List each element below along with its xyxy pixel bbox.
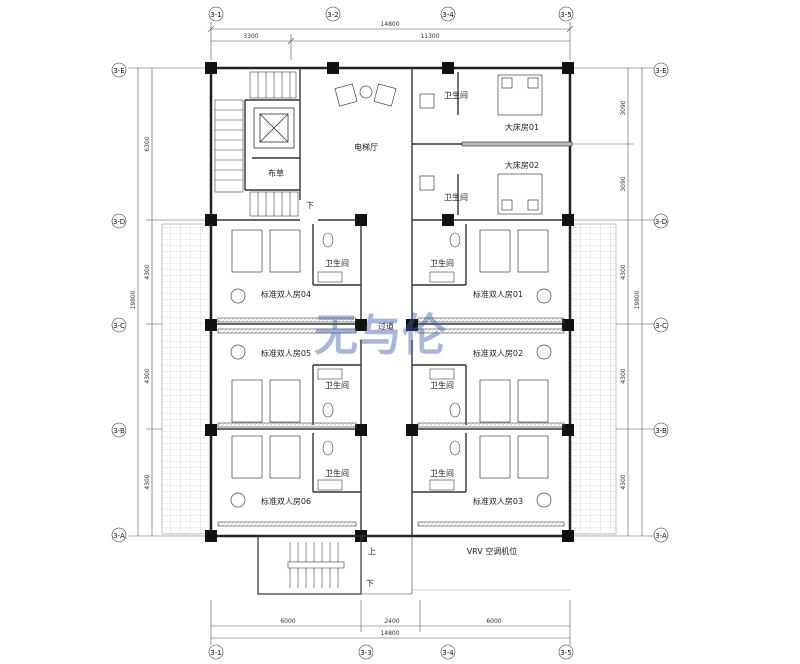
bottom-dimensions xyxy=(210,600,571,645)
lounge-chairs xyxy=(334,83,397,107)
bath02-label: 卫生间 xyxy=(430,380,454,390)
bath05-label: 卫生间 xyxy=(325,380,349,390)
dim-bottom-mid: 2400 xyxy=(384,618,399,625)
twin06-label: 标准双人房06 xyxy=(261,496,311,506)
stair-down-label-bottom: 下 xyxy=(366,579,374,588)
dim-bottom-left: 6000 xyxy=(280,618,295,625)
elevator-hall-label: 电梯厅 xyxy=(354,142,378,152)
dim-left-4: 4300 xyxy=(144,474,151,489)
bath01-label: 卫生间 xyxy=(430,258,454,268)
stair-up-label: 上 xyxy=(368,547,376,556)
grid-right-e: 3-E xyxy=(655,67,666,75)
elevator-icon xyxy=(253,107,295,149)
grid-left-c: 3-C xyxy=(113,322,125,330)
dim-top-total: 14800 xyxy=(380,21,399,28)
vrv-label: VRV 空调机位 xyxy=(467,546,518,556)
dim-left-1: 6300 xyxy=(144,136,151,151)
grid-right-d: 3-D xyxy=(655,218,667,226)
outer-walls xyxy=(209,66,572,538)
dim-left-2: 4300 xyxy=(144,264,151,279)
grid-bottom: 3-1 3-3 3-4 3-5 xyxy=(208,644,574,660)
dim-right-5: 4300 xyxy=(620,474,627,489)
grid-right-a: 3-A xyxy=(655,532,667,540)
twin03-label: 标准双人房03 xyxy=(473,496,523,506)
grid-left: 3-E 3-D 3-C 3-B 3-A xyxy=(111,62,127,543)
grid-right: 3-E 3-D 3-C 3-B 3-A xyxy=(653,62,669,543)
corridor-label: 过道 xyxy=(378,321,394,331)
interior-walls xyxy=(211,68,570,536)
dim-left-3: 4300 xyxy=(144,368,151,383)
dim-top-left: 3300 xyxy=(243,33,258,40)
twin02-label: 标准双人房02 xyxy=(473,348,523,358)
grid-left-b: 3-B xyxy=(113,427,125,435)
dim-right-total: 19800 xyxy=(634,290,641,309)
dim-right-2: 3090 xyxy=(620,176,627,191)
twin05-label: 标准双人房05 xyxy=(261,348,311,358)
dim-right-4: 4300 xyxy=(620,368,627,383)
twin-beds-right xyxy=(479,229,552,508)
stair-upper xyxy=(214,71,299,217)
grid-top-3: 3-4 xyxy=(442,11,454,19)
king01-label: 大床房01 xyxy=(505,122,539,132)
bath-fixtures xyxy=(317,232,461,491)
grid-top-1: 3-1 xyxy=(210,11,221,19)
structural-columns xyxy=(205,62,574,542)
dim-right-3: 4300 xyxy=(620,264,627,279)
grid-top: 3-1 3-2 3-4 3-5 xyxy=(208,6,574,22)
linen-room-label: 布草 xyxy=(268,168,284,178)
king01-bath-label: 卫生间 xyxy=(444,90,468,100)
closet-strips xyxy=(217,317,565,527)
balcony-left xyxy=(161,223,211,535)
dim-left-total: 19800 xyxy=(130,290,137,309)
top-dimensions xyxy=(207,22,574,60)
grid-right-b: 3-B xyxy=(655,427,667,435)
watermark: 无与伦 xyxy=(314,310,447,361)
stair-lower xyxy=(257,535,413,595)
grid-top-2: 3-2 xyxy=(327,11,338,19)
twin01-label: 标准双人房01 xyxy=(473,289,523,299)
grid-bottom-3: 3-4 xyxy=(442,649,454,657)
grid-left-d: 3-D xyxy=(113,218,125,226)
grid-right-c: 3-C xyxy=(655,322,667,330)
balcony-right xyxy=(569,223,617,535)
dim-bottom-total: 14800 xyxy=(380,630,399,637)
king-room-furniture xyxy=(419,74,573,215)
stair-down-label-top: 下 xyxy=(306,201,314,210)
dim-bottom-right: 6000 xyxy=(486,618,501,625)
twin04-label: 标准双人房04 xyxy=(261,289,311,299)
dim-top-right: 11300 xyxy=(420,33,439,40)
dim-right-1: 3090 xyxy=(620,100,627,115)
grid-left-e: 3-E xyxy=(113,67,124,75)
grid-bottom-4: 3-5 xyxy=(560,649,571,657)
grid-bottom-2: 3-3 xyxy=(360,649,371,657)
bath06-label: 卫生间 xyxy=(325,468,349,478)
grid-top-4: 3-5 xyxy=(560,11,571,19)
twin-beds-left xyxy=(230,229,301,508)
king02-bath-label: 卫生间 xyxy=(444,192,468,202)
bath04-label: 卫生间 xyxy=(325,258,349,268)
grid-bottom-1: 3-1 xyxy=(210,649,221,657)
bath03-label: 卫生间 xyxy=(430,468,454,478)
grid-left-a: 3-A xyxy=(113,532,125,540)
king02-label: 大床房02 xyxy=(505,160,539,170)
